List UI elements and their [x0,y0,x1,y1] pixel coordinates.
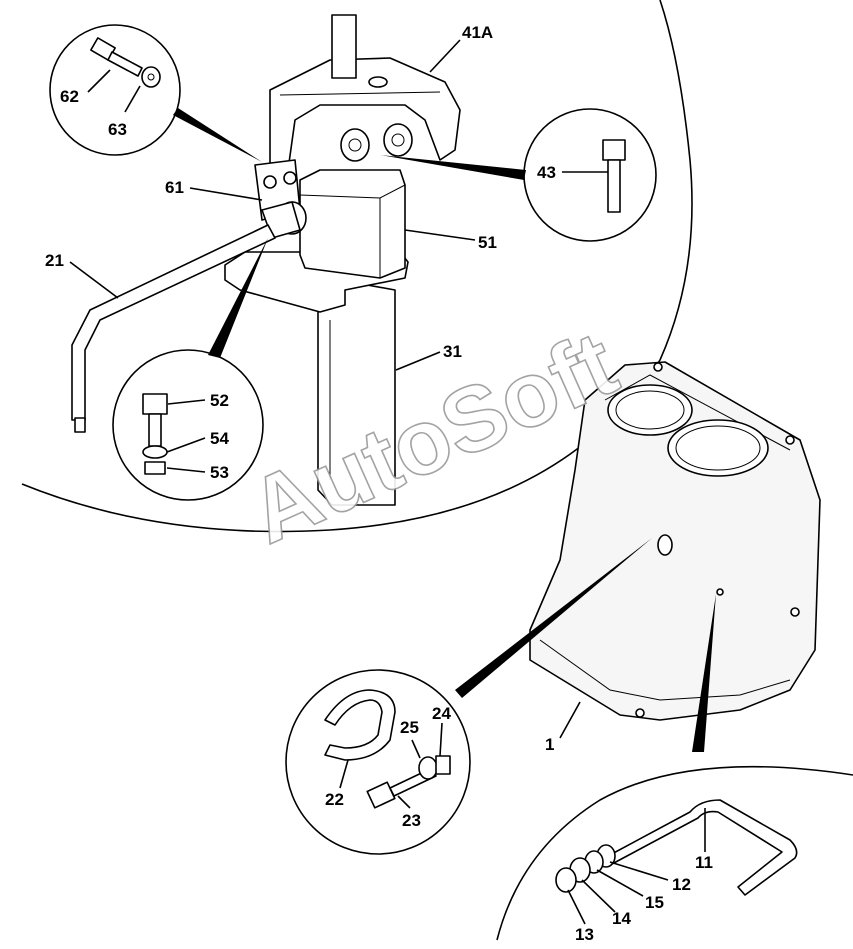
label-62: 62 [60,87,79,106]
bolt-62 [90,37,143,77]
label-54: 54 [210,429,229,448]
bolt-52 [142,393,168,447]
washer-54 [142,445,168,459]
detail-circle-22-25 [285,669,471,855]
label-1: 1 [545,735,554,754]
label-12: 12 [672,875,691,894]
tbolt-11 [607,799,798,896]
detail-circle-62-63 [49,24,181,156]
clamp-22 [324,689,396,761]
steering-body-housing [529,361,821,721]
leader-wedge-52 [208,238,268,358]
label-11: 11 [695,853,713,872]
nut-24 [435,755,451,775]
label-22: 22 [325,790,344,809]
label-14: 14 [612,909,631,928]
label-43: 43 [537,163,556,182]
label-25: 25 [400,718,419,737]
leader-wedge-11 [692,594,716,752]
label-23: 23 [402,811,421,830]
label-41A: 41A [462,23,493,42]
label-51: 51 [478,233,497,252]
leader-lines [69,39,706,925]
label-24: 24 [432,704,451,723]
leader-wedge-22 [455,538,652,698]
label-63: 63 [108,120,127,139]
label-31: 31 [443,342,462,361]
steering-column-assembly [71,14,461,506]
washer-63 [141,66,161,88]
bolt-43 [602,139,626,213]
nut-13 [555,867,577,893]
washer-25 [418,756,438,780]
detail-circle-52-54-53 [112,349,264,501]
label-21: 21 [45,251,64,270]
label-52: 52 [210,391,229,410]
label-13: 13 [575,925,594,944]
label-61: 61 [165,178,184,197]
nut-53 [144,461,166,475]
label-53: 53 [210,463,229,482]
label-15: 15 [645,893,664,912]
leader-wedge-62 [173,108,262,162]
leader-wedge-43 [380,155,526,180]
tbolt-detail-circle [496,765,853,941]
